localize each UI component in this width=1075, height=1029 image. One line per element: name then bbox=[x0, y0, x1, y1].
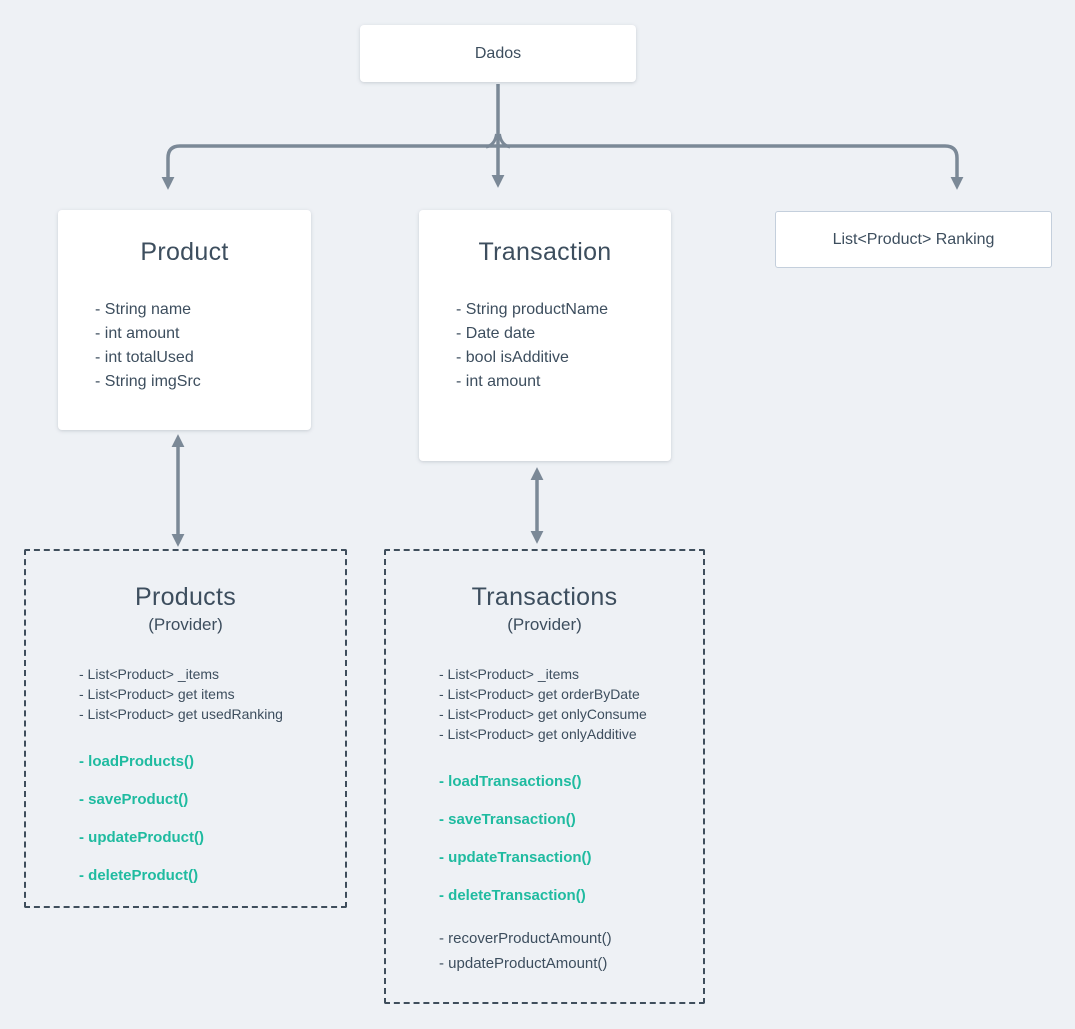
attribute-line: - bool isAdditive bbox=[456, 349, 569, 366]
node-dados: Dados bbox=[360, 25, 636, 82]
node-transaction: Transaction - String productName - Date d… bbox=[419, 210, 671, 461]
attribute-line: - int amount bbox=[456, 373, 541, 390]
attribute-line: - Date date bbox=[456, 325, 536, 342]
node-transactions-provider: Transactions (Provider) - List<Product> … bbox=[384, 549, 705, 1004]
transactions-provider-plain-methods: - recoverProductAmount() - updateProductA… bbox=[386, 926, 703, 976]
products-provider-attributes: - List<Product> _items - List<Product> ge… bbox=[26, 664, 345, 724]
attribute-line: - String imgSrc bbox=[95, 373, 201, 390]
attribute-line: - List<Product> get onlyConsume bbox=[439, 706, 647, 722]
transactions-provider-title: Transactions bbox=[471, 583, 618, 611]
arrow-dados-to-ranking bbox=[498, 144, 964, 190]
node-dados-title: Dados bbox=[474, 44, 522, 62]
method-line: - loadTransactions() bbox=[439, 773, 582, 790]
transactions-provider-methods: - loadTransactions() - saveTransaction() -… bbox=[386, 774, 703, 904]
junction-fillet-left bbox=[485, 133, 498, 149]
products-provider-subtitle: (Provider) bbox=[148, 615, 223, 634]
arrow-dados-to-product bbox=[161, 144, 498, 190]
method-line: - updateTransaction() bbox=[439, 849, 592, 866]
attribute-line: - int totalUsed bbox=[95, 349, 194, 366]
method-line: - deleteTransaction() bbox=[439, 887, 586, 904]
attribute-line: - String productName bbox=[456, 301, 609, 318]
attribute-line: - String name bbox=[95, 301, 192, 318]
transactions-provider-subtitle: (Provider) bbox=[507, 615, 582, 634]
junction-fillet-right bbox=[498, 133, 511, 149]
attribute-line: - List<Product> get onlyAdditive bbox=[439, 726, 637, 742]
method-line: - deleteProduct() bbox=[79, 867, 199, 884]
node-products-provider: Products (Provider) - List<Product> _ite… bbox=[24, 549, 347, 908]
products-provider-title: Products bbox=[134, 583, 237, 611]
attribute-line: - List<Product> get usedRanking bbox=[79, 706, 283, 722]
node-ranking: List<Product> Ranking bbox=[775, 211, 1052, 268]
attribute-line: - List<Product> get orderByDate bbox=[439, 686, 640, 702]
node-ranking-title: List<Product> Ranking bbox=[832, 230, 995, 248]
attribute-line: - List<Product> _items bbox=[79, 666, 220, 682]
attribute-line: - List<Product> get items bbox=[79, 686, 235, 702]
node-product-title: Product bbox=[140, 238, 229, 266]
method-line: - updateProductAmount() bbox=[439, 955, 608, 972]
node-transaction-attributes: - String productName - Date date - bool is… bbox=[419, 298, 671, 394]
transactions-provider-attributes: - List<Product> _items - List<Product> ge… bbox=[386, 664, 703, 744]
attribute-line: - List<Product> _items bbox=[439, 666, 580, 682]
node-product-attributes: - String name - int amount - int totalUsed… bbox=[58, 298, 311, 394]
node-product: Product - String name - int amount - int t… bbox=[58, 210, 311, 430]
products-provider-methods: - loadProducts() - saveProduct() - updateP… bbox=[26, 754, 345, 884]
node-transaction-title: Transaction bbox=[478, 238, 612, 266]
method-line: - recoverProductAmount() bbox=[439, 930, 612, 947]
method-line: - loadProducts() bbox=[79, 753, 194, 770]
method-line: - saveTransaction() bbox=[439, 811, 576, 828]
attribute-line: - int amount bbox=[95, 325, 180, 342]
method-line: - saveProduct() bbox=[79, 791, 189, 808]
method-line: - updateProduct() bbox=[79, 829, 204, 846]
